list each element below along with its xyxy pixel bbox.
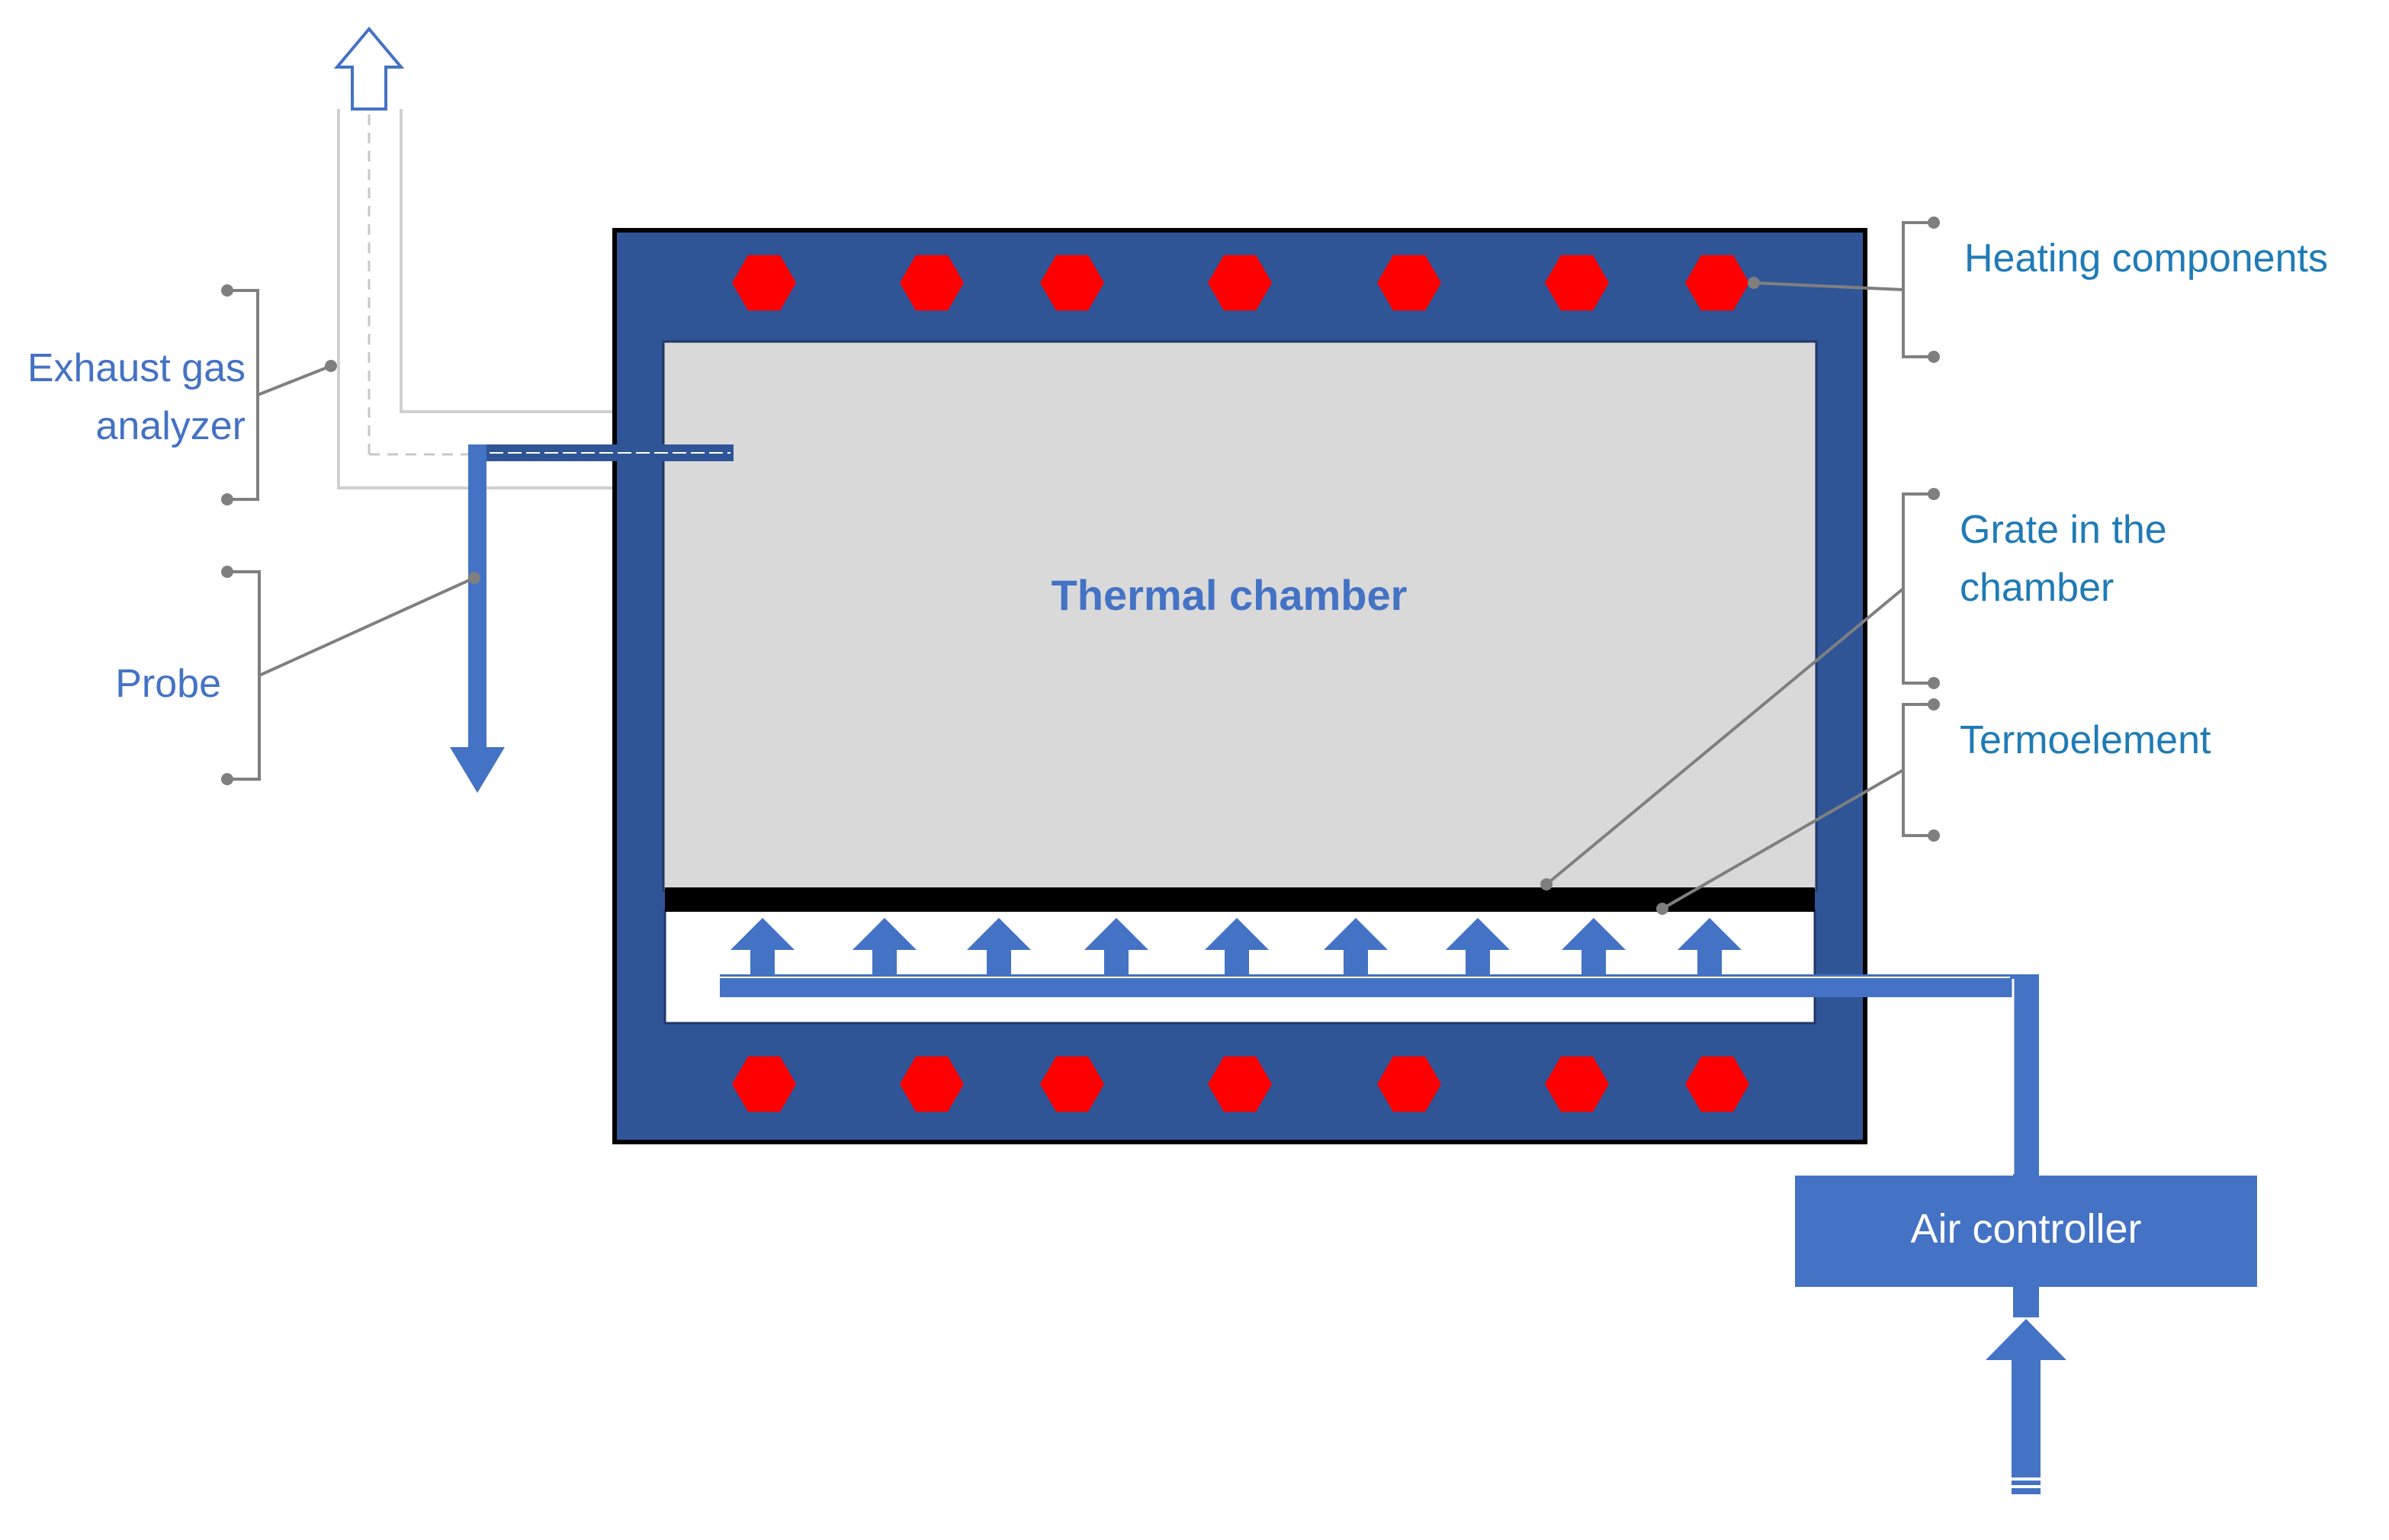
heater-top-5: [1377, 255, 1441, 311]
thermo-label: Termoelement: [1960, 718, 2211, 762]
air-nozzle-7: [1446, 918, 1510, 974]
heater-top-4: [1208, 255, 1272, 311]
grate-label-line2: chamber: [1960, 566, 2114, 610]
probe-bracket: [227, 570, 261, 781]
heater-row-bottom: [732, 1056, 1749, 1112]
heater-top-7: [1685, 255, 1749, 311]
air-controller-box: [1795, 1176, 2257, 1287]
exhaust-label-line2: analyzer: [95, 404, 246, 448]
probe-label: Probe: [115, 662, 221, 706]
air-nozzle-5: [1205, 918, 1269, 974]
heating-label: Heating components: [1964, 236, 2328, 281]
callout-dots: [221, 217, 1940, 915]
grate-label-line1: Grate in the: [1960, 508, 2167, 552]
heater-top-3: [1040, 255, 1104, 311]
heater-top-1: [732, 255, 796, 311]
heater-top-6: [1545, 255, 1609, 311]
air-nozzle-4: [1084, 918, 1148, 974]
air-nozzle-3: [967, 918, 1031, 974]
chamber-title: Thermal chamber: [1052, 571, 1408, 619]
air-nozzle-1: [731, 918, 795, 974]
heater-bottom-3: [1040, 1056, 1104, 1112]
air-nozzle-2: [853, 918, 917, 974]
air-nozzle-9: [1678, 918, 1742, 974]
air-supply-pipe: [720, 974, 2039, 1176]
air-controller-label: Air controller: [1910, 1206, 2141, 1252]
heater-top-2: [900, 255, 964, 311]
air-nozzle-8: [1562, 918, 1626, 974]
heater-bottom-2: [900, 1056, 964, 1112]
exhaust-label-line1: Exhaust gas: [27, 346, 246, 390]
heater-bottom-1: [732, 1056, 796, 1112]
exhaust-outlet-arrow: [333, 26, 405, 111]
heating-bracket: [1902, 221, 1934, 358]
probe: [450, 444, 734, 793]
exhaust-bracket: [227, 289, 259, 501]
air-nozzle-6: [1324, 918, 1388, 974]
thermo-bracket: [1902, 703, 1934, 837]
callout-leaders: [227, 221, 1934, 910]
probe-outlet-arrow: [450, 747, 505, 793]
exhaust-duct: [333, 26, 865, 489]
heater-bottom-7: [1685, 1056, 1749, 1112]
heater-bottom-4: [1208, 1056, 1272, 1112]
heater-bottom-5: [1377, 1056, 1441, 1112]
heater-row-top: [732, 255, 1749, 311]
thermal-chamber: [662, 340, 1818, 892]
grate: [665, 887, 1815, 912]
grate-bracket: [1902, 492, 1934, 685]
controller-connector: [2013, 1287, 2039, 1317]
air-inlet-arrow: [1986, 1319, 2066, 1494]
heater-bottom-6: [1545, 1056, 1609, 1112]
air-nozzle-row: [731, 918, 1742, 974]
